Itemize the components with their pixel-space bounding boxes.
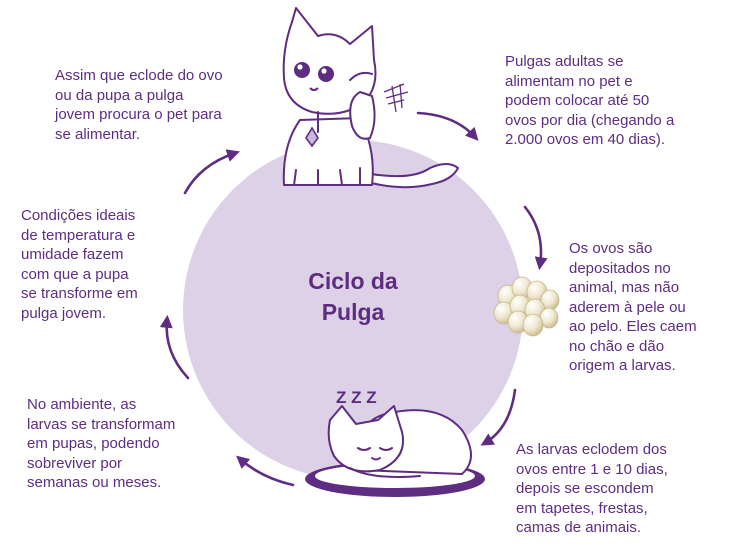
arrow-pupae-to-conditions	[167, 320, 188, 378]
flea-eggs-icon	[494, 277, 559, 336]
arrow-larvae-to-ground	[485, 390, 515, 443]
arrow-conditions-to-young	[185, 153, 235, 193]
scratch-lines-icon	[384, 84, 408, 112]
scratching-cat-icon	[284, 8, 458, 187]
arrow-larvae-to-pupae	[240, 459, 293, 485]
arrow-eggs-to-larvae	[525, 207, 541, 265]
sleeping-cat-icon	[305, 406, 485, 497]
sleep-zzz-icon: Z Z Z	[336, 388, 377, 407]
arrow-adult-to-eggs	[418, 113, 475, 137]
